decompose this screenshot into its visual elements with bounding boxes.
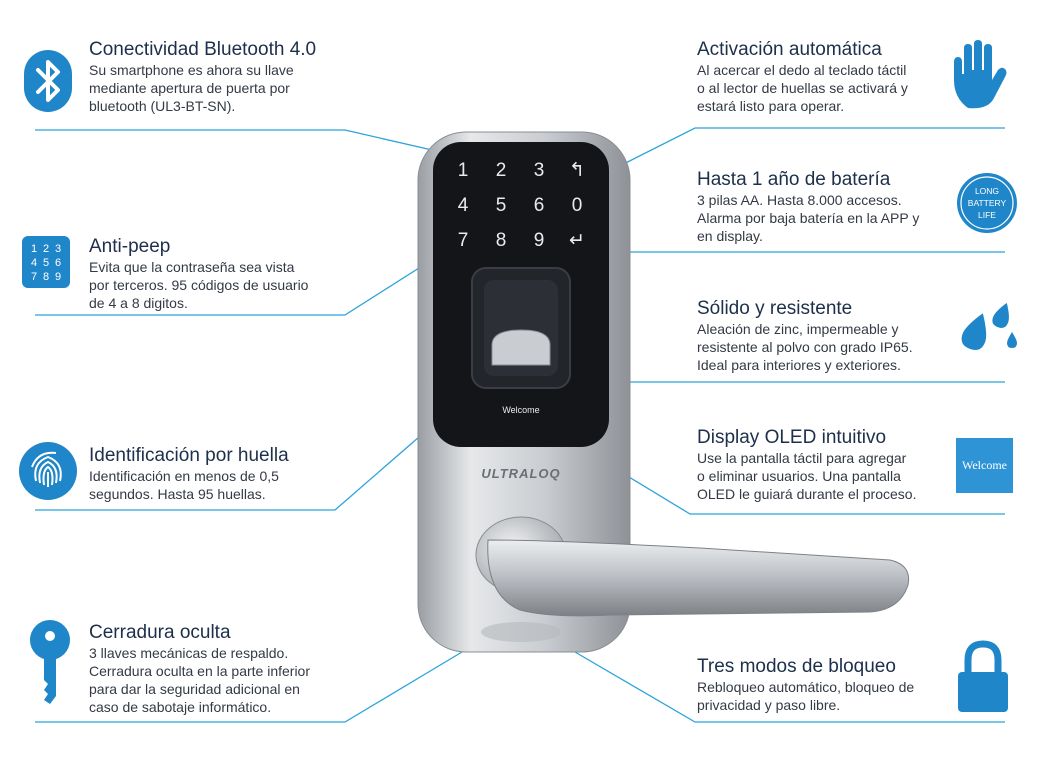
hand-icon xyxy=(954,40,1007,109)
feature-line: Use la pantalla táctil para agregar xyxy=(697,450,907,466)
oled-badge-text: Welcome xyxy=(961,458,1007,472)
connector-lines xyxy=(35,127,1005,723)
feature-line: mediante apertura de puerta por xyxy=(89,80,290,96)
feature-line: Evita que la contraseña sea vista xyxy=(89,259,295,275)
feature-line: Rebloqueo automático, bloqueo de xyxy=(697,679,915,695)
keypad-icon-digit: 1 xyxy=(31,243,37,255)
feature-line: de 4 a 8 digitos. xyxy=(89,295,188,311)
keypad-icon: 1 2 3 4 5 6 7 8 9 xyxy=(22,236,70,288)
feature-line: Su smartphone es ahora su llave xyxy=(89,62,294,78)
feature-title: Activación automática xyxy=(697,39,882,60)
keypad-icon-digit: 8 xyxy=(43,271,49,283)
keypad-icon-digit: 9 xyxy=(55,271,61,283)
connector-hiddenlock xyxy=(35,651,463,723)
oled-welcome-badge: Welcome xyxy=(956,438,1013,493)
feature-line: 3 pilas AA. Hasta 8.000 accesos. xyxy=(697,192,902,208)
key: 9 xyxy=(534,230,545,251)
keypad: 1 2 3 ↰ 4 5 6 0 7 8 9 ↵ xyxy=(458,160,585,251)
padlock-icon xyxy=(958,640,1008,712)
battery-badge-line: BATTERY xyxy=(968,198,1007,208)
feature-line: bluetooth (UL3-BT-SN). xyxy=(89,98,236,114)
key: 5 xyxy=(496,195,507,216)
connector-bluetooth xyxy=(35,129,433,151)
feature-title: Cerradura oculta xyxy=(89,622,231,643)
battery-life-badge: LONG BATTERY LIFE xyxy=(957,173,1017,233)
feature-antipeep: Anti-peep Evita que la contraseña sea vi… xyxy=(89,236,389,312)
key: 4 xyxy=(458,195,469,216)
feature-title: Hasta 1 año de batería xyxy=(697,169,891,190)
key-icon xyxy=(30,620,70,704)
feature-title: Conectividad Bluetooth 4.0 xyxy=(89,39,317,60)
feature-title: Display OLED intuitivo xyxy=(697,427,887,448)
feature-solid: Sólido y resistente Aleación de zinc, im… xyxy=(697,298,947,374)
feature-line: Alarma por baja batería en la APP y xyxy=(697,210,920,226)
brand-logo: ULTRALOQ xyxy=(481,466,560,481)
feature-line: Al acercar el dedo al teclado táctil xyxy=(697,62,907,78)
key: 8 xyxy=(496,230,507,251)
oled-screen-text: Welcome xyxy=(502,405,539,415)
feature-title: Tres modos de bloqueo xyxy=(697,656,896,677)
key: 6 xyxy=(534,195,545,216)
feature-line: Identificación en menos de 0,5 xyxy=(89,468,279,484)
feature-line: o al lector de huellas se activará y xyxy=(697,80,908,96)
key: 2 xyxy=(496,160,507,181)
feature-line: privacidad y paso libre. xyxy=(697,697,841,713)
feature-line: Aleación de zinc, impermeable y xyxy=(697,321,899,337)
feature-line: para dar la seguridad adicional en xyxy=(89,681,300,697)
feature-title: Identificación por huella xyxy=(89,445,289,466)
feature-bluetooth: Conectividad Bluetooth 4.0 Su smartphone… xyxy=(89,39,389,115)
keypad-icon-digit: 5 xyxy=(43,257,49,269)
key: 0 xyxy=(572,195,583,216)
feature-line: OLED le guiará durante el proceso. xyxy=(697,486,917,502)
keypad-icon-digit: 4 xyxy=(31,257,37,269)
feature-line: segundos. Hasta 95 huellas. xyxy=(89,486,266,502)
feature-line: Ideal para interiores y exteriores. xyxy=(697,357,901,373)
feature-title: Sólido y resistente xyxy=(697,298,853,319)
feature-auto-activation: Activación automática Al acercar el dedo… xyxy=(697,39,947,115)
feature-title: Anti-peep xyxy=(89,236,171,257)
feature-lock-modes: Tres modos de bloqueo Rebloqueo automáti… xyxy=(697,656,947,714)
water-drops-icon xyxy=(961,302,1017,351)
key: ↵ xyxy=(569,230,585,251)
fingerprint-icon xyxy=(19,442,77,500)
keypad-icon-digit: 6 xyxy=(55,257,61,269)
feature-fingerprint: Identificación por huella Identificación… xyxy=(89,445,389,503)
keypad-icon-digit: 7 xyxy=(31,271,37,283)
keypad-icon-digit: 3 xyxy=(55,243,61,255)
infographic: 1 2 3 ↰ 4 5 6 0 7 8 9 ↵ Welcome ULTRALOQ xyxy=(19,39,1017,723)
feature-oled: Display OLED intuitivo Use la pantalla t… xyxy=(697,427,947,503)
feature-line: 3 llaves mecánicas de respaldo. xyxy=(89,645,289,661)
door-lever xyxy=(487,539,910,617)
feature-hidden-lock: Cerradura oculta 3 llaves mecánicas de r… xyxy=(89,622,389,716)
feature-line: resistente al polvo con grado IP65. xyxy=(697,339,913,355)
feature-line: caso de sabotaje informático. xyxy=(89,699,272,715)
key: 3 xyxy=(534,160,545,181)
key: 7 xyxy=(458,230,469,251)
connector-lockmodes xyxy=(574,651,1005,723)
feature-line: en display. xyxy=(697,228,763,244)
feature-line: Cerradura oculta en la parte inferior xyxy=(89,663,311,679)
feature-battery: Hasta 1 año de batería 3 pilas AA. Hasta… xyxy=(697,169,947,245)
feature-line: o eliminar usuarios. Una pantalla xyxy=(697,468,901,484)
key: 1 xyxy=(458,160,469,181)
battery-badge-line: LONG xyxy=(975,186,999,196)
battery-badge-line: LIFE xyxy=(978,210,996,220)
smart-lock-illustration: 1 2 3 ↰ 4 5 6 0 7 8 9 ↵ Welcome ULTRALOQ xyxy=(417,131,910,653)
keypad-icon-digit: 2 xyxy=(43,243,49,255)
key: ↰ xyxy=(569,160,585,181)
feature-line: por terceros. 95 códigos de usuario xyxy=(89,277,309,293)
bluetooth-icon xyxy=(24,50,72,112)
feature-line: estará listo para operar. xyxy=(697,98,845,114)
